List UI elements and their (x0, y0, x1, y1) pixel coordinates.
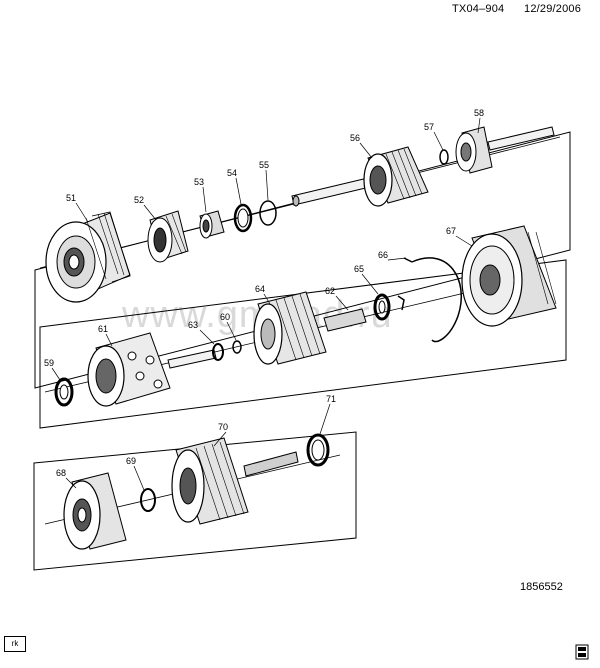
callout-51: 51 (66, 193, 76, 203)
callout-65: 65 (354, 264, 364, 274)
part-56-drum (364, 147, 428, 206)
part-53-bearing (200, 211, 224, 238)
leader-lines (51, 117, 481, 491)
part-70-drum (172, 438, 248, 524)
part-63-ring (213, 344, 223, 360)
callout-59: 59 (44, 358, 54, 368)
part-61-carrier (88, 333, 170, 406)
part-69-ring (141, 489, 155, 511)
part-54-ring (235, 205, 251, 231)
callout-66: 66 (378, 250, 388, 260)
part-66-snap-ring (404, 258, 461, 342)
part-71-ring (308, 435, 328, 465)
callout-55: 55 (259, 160, 269, 170)
callout-57: 57 (424, 122, 434, 132)
callout-63: 63 (188, 320, 198, 330)
drawing-code: TX04–904 (452, 3, 505, 15)
callout-64: 64 (255, 284, 265, 294)
frame-bottom (33, 431, 357, 571)
callout-58: 58 (474, 108, 484, 118)
part-58-gear (456, 127, 492, 173)
drawing-date: 12/29/2006 (524, 3, 582, 15)
shaft-right (488, 127, 554, 150)
callout-54: 54 (227, 168, 237, 178)
part-65-ring (375, 295, 389, 319)
part-55-snap-ring (260, 201, 276, 225)
part-62-shaft (324, 309, 366, 331)
part-68-planetary (64, 473, 126, 549)
shaft-top (292, 177, 374, 206)
callout-53: 53 (194, 177, 204, 187)
callout-61: 61 (98, 324, 108, 334)
callout-60: 60 (220, 312, 230, 322)
part-51-drum (46, 212, 130, 302)
logo-mark (575, 644, 589, 660)
callout-70: 70 (218, 422, 228, 432)
part-67-housing (462, 226, 556, 326)
shaft-bottom (244, 452, 298, 476)
corner-label-box: rk (4, 636, 26, 652)
callout-52: 52 (134, 195, 144, 205)
part-52-hub (148, 211, 188, 262)
callout-69: 69 (126, 456, 136, 466)
clip (398, 296, 404, 310)
shaft-middle (168, 350, 216, 368)
callout-62: 62 (325, 286, 335, 296)
figure-number: 1856552 (520, 581, 563, 593)
callouts: 51 52 53 54 55 56 57 58 59 60 61 62 63 6… (44, 108, 484, 478)
callout-68: 68 (56, 468, 66, 478)
callout-67: 67 (446, 226, 456, 236)
part-60-ring (233, 341, 241, 353)
part-59-washer (56, 379, 72, 405)
callout-56: 56 (350, 133, 360, 143)
callout-71: 71 (326, 394, 336, 404)
part-57-ring (440, 150, 448, 164)
frame-middle (39, 259, 567, 429)
part-64-drum (254, 292, 326, 364)
